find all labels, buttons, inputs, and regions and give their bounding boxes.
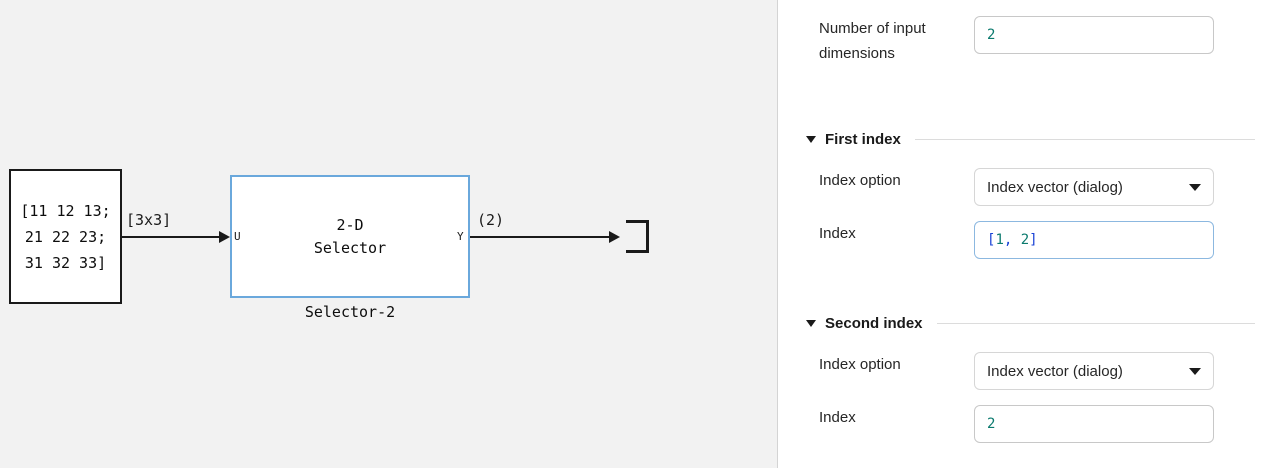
chevron-down-icon	[1189, 183, 1201, 191]
constant-block-line-1: [11 12 13;	[20, 201, 111, 220]
number-of-input-dimensions-input[interactable]: 2	[974, 16, 1214, 54]
output-signal-arrowhead	[609, 231, 620, 243]
selector-block-caption: Selector-2	[304, 303, 396, 321]
terminator-top-bar	[626, 220, 649, 223]
second-index-option-control: Index vector (dialog)	[974, 352, 1214, 390]
constant-block-line-3: 31 32 33]	[24, 253, 107, 272]
constant-block-line-2: 21 22 23;	[24, 227, 107, 246]
first-index-option-select[interactable]: Index vector (dialog)	[974, 168, 1214, 206]
model-canvas[interactable]: [11 12 13; 21 22 23; 31 32 33] [3x3] 2-D…	[0, 0, 777, 468]
number-of-input-dimensions-value: 2	[987, 27, 996, 43]
chevron-down-icon	[806, 320, 816, 327]
row-first-index-option: Index option Index vector (dialog)	[778, 168, 1263, 206]
section-title-first-index: First index	[825, 131, 901, 148]
row-second-index: Index 2	[778, 405, 1263, 443]
selector-input-port-label: U	[234, 230, 241, 243]
first-index-close-bracket: ]	[1029, 232, 1038, 248]
row-number-of-input-dimensions: Number of input dimensions 2	[778, 16, 1263, 66]
second-index-control: 2	[974, 405, 1214, 443]
panel-divider	[777, 0, 778, 468]
output-signal-dimension-label: (2)	[477, 211, 505, 229]
first-index-control: [1, 2]	[974, 221, 1214, 259]
first-index-second-number: 2	[1020, 232, 1030, 248]
number-of-input-dimensions-label: Number of input dimensions	[819, 20, 926, 62]
number-of-input-dimensions-control: 2	[974, 16, 1214, 54]
section-title-second-index: Second index	[825, 315, 923, 332]
selector-output-port-label: Y	[457, 230, 464, 243]
first-index-label: Index	[819, 225, 856, 242]
section-divider-line	[914, 139, 1255, 140]
first-index-input[interactable]: [1, 2]	[974, 221, 1214, 259]
selector-block-line-2: Selector	[313, 238, 387, 257]
terminator-bottom-bar	[626, 250, 649, 253]
first-index-option-control: Index vector (dialog)	[974, 168, 1214, 206]
row-first-index: Index [1, 2]	[778, 221, 1263, 259]
chevron-down-icon	[1189, 367, 1201, 375]
section-divider-line	[936, 323, 1255, 324]
second-index-input[interactable]: 2	[974, 405, 1214, 443]
second-index-option-value: Index vector (dialog)	[987, 362, 1123, 380]
second-index-option-label: Index option	[819, 356, 901, 373]
section-header-first-index[interactable]: First index	[778, 131, 1263, 148]
selector-block-line-1: 2-D	[336, 215, 364, 234]
constant-block[interactable]: [11 12 13; 21 22 23; 31 32 33]	[9, 169, 122, 304]
terminator-right-bar	[646, 220, 649, 253]
second-index-label: Index	[819, 409, 856, 426]
chevron-down-icon	[806, 136, 816, 143]
property-inspector-panel: Number of input dimensions 2 First index…	[778, 0, 1263, 468]
input-signal-arrowhead	[219, 231, 230, 243]
second-index-value: 2	[987, 416, 996, 432]
input-signal-dimension-label: [3x3]	[126, 211, 172, 229]
selector-block[interactable]: 2-D Selector	[230, 175, 470, 298]
input-signal-wire[interactable]	[122, 236, 220, 238]
row-second-index-option: Index option Index vector (dialog)	[778, 352, 1263, 390]
section-header-second-index[interactable]: Second index	[778, 315, 1263, 332]
first-index-open-bracket: [	[987, 232, 996, 248]
output-signal-wire[interactable]	[470, 236, 613, 238]
first-index-first-number: 1	[995, 232, 1004, 248]
first-index-separator: ,	[1003, 232, 1021, 248]
first-index-option-label: Index option	[819, 172, 901, 189]
terminator-block[interactable]	[626, 220, 649, 253]
second-index-option-select[interactable]: Index vector (dialog)	[974, 352, 1214, 390]
first-index-option-value: Index vector (dialog)	[987, 178, 1123, 196]
